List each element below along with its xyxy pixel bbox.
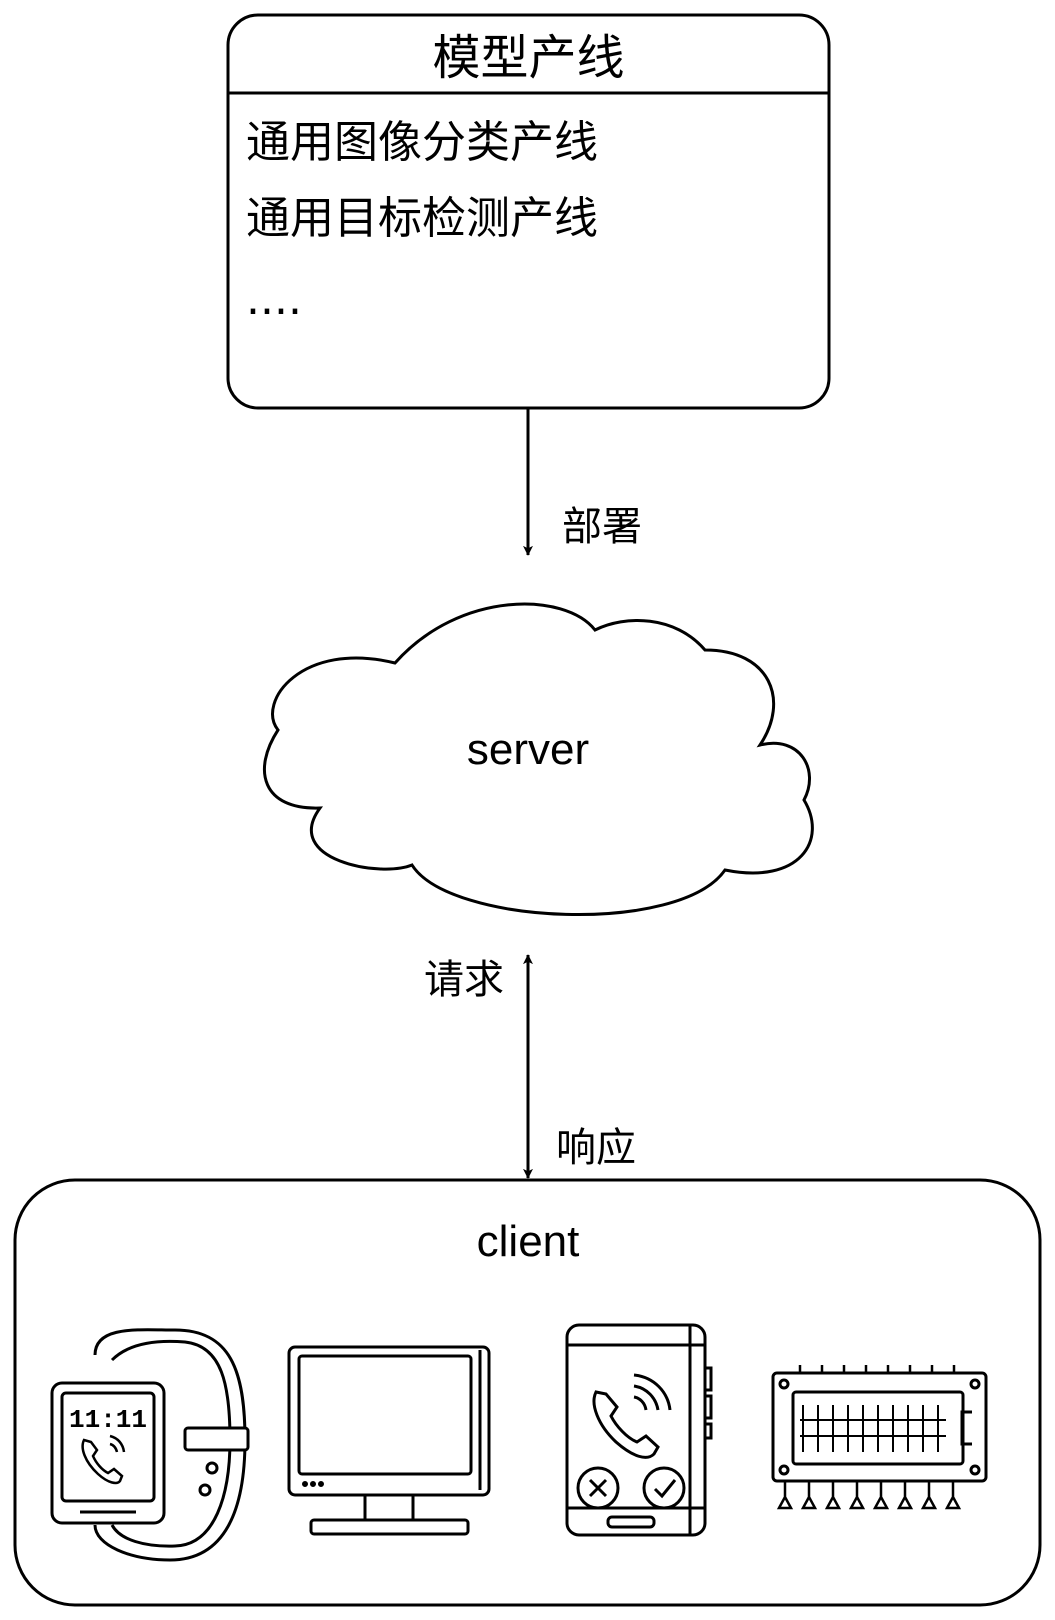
pipeline-box [226, 13, 831, 410]
monitor-icon [287, 1345, 491, 1536]
deploy-label: 部署 [562, 504, 642, 550]
response-label: 响应 [556, 1125, 636, 1171]
smartwatch-icon [50, 1328, 250, 1562]
pipeline-box-title: 模型产线 [432, 30, 625, 86]
server-cloud [263, 602, 814, 916]
pipeline-item: 通用图像分类产线 [246, 117, 598, 168]
watch-time-text: 11:11 [69, 1405, 147, 1435]
request-label: 请求 [424, 957, 504, 1003]
pipeline-item: 通用目标检测产线 [246, 193, 598, 244]
smartphone-icon [565, 1323, 713, 1537]
client-label: client [476, 1217, 580, 1266]
server-label: server [466, 725, 590, 774]
pipeline-item: .... [246, 274, 302, 325]
embedded-board-icon [771, 1365, 988, 1510]
